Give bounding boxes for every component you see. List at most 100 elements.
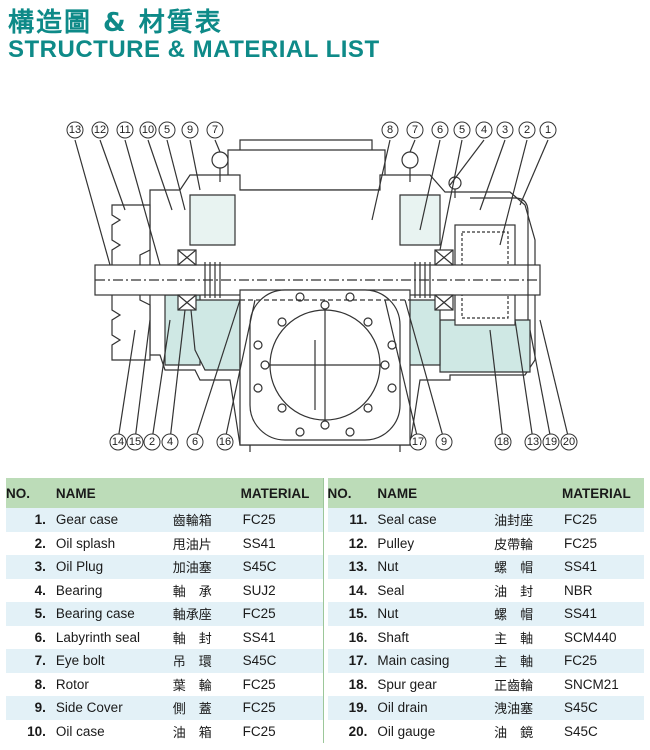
part-name: Bearing case (51, 602, 173, 626)
part-name-chinese: 葉 輪 (172, 672, 231, 696)
part-name: Seal case (373, 508, 495, 532)
part-name: Oil drain (373, 696, 495, 720)
part-material: SS41 (230, 531, 324, 555)
part-number: 19. (327, 696, 374, 720)
part-name-chinese: 側 蓋 (172, 696, 231, 720)
part-number: 14. (327, 578, 374, 602)
part-name-chinese: 洩油塞 (494, 696, 553, 720)
part-number: 4. (6, 578, 52, 602)
part-name: Shaft (373, 625, 495, 649)
callout-7-top-right: 7 (406, 121, 424, 139)
header-material: MATERIAL (230, 478, 324, 508)
column-divider (322, 719, 328, 743)
part-name: Pulley (373, 531, 495, 555)
header-no-right: NO. (327, 478, 374, 508)
svg-text:4: 4 (481, 124, 487, 136)
page-title: STRUCTURE & MATERIAL LIST (8, 36, 380, 63)
callout-19-bottom: 19 (542, 433, 560, 451)
part-number: 20. (327, 719, 374, 743)
part-name-chinese: 加油塞 (172, 555, 231, 579)
svg-text:2: 2 (149, 436, 155, 448)
part-name: Oil case (51, 719, 173, 743)
svg-text:5: 5 (164, 124, 170, 136)
column-divider (322, 672, 328, 696)
callout-9-top: 9 (181, 121, 199, 139)
part-material: S45C (552, 719, 644, 743)
part-name-chinese: 主 軸 (494, 625, 553, 649)
svg-text:9: 9 (187, 124, 193, 136)
part-number: 7. (6, 649, 52, 673)
part-material: SS41 (230, 625, 324, 649)
part-name: Labyrinth seal (51, 625, 173, 649)
blower-structure-diagram: 13 12 11 10 5 9 7 8 7 6 5 4 3 2 1 14 15 … (66, 121, 578, 452)
part-material: FC25 (230, 508, 324, 532)
part-material: FC25 (230, 719, 324, 743)
part-name: Side Cover (51, 696, 173, 720)
svg-text:8: 8 (387, 124, 393, 136)
table-header-row: NO. NAME MATERIAL NO. NAME MATERIAL (6, 478, 644, 508)
part-number: 8. (6, 672, 52, 696)
part-name: Oil Plug (51, 555, 173, 579)
column-divider (322, 625, 328, 649)
svg-text:16: 16 (219, 436, 231, 448)
part-material: FC25 (230, 672, 324, 696)
part-material: FC25 (552, 508, 644, 532)
part-material: S45C (552, 696, 644, 720)
part-material: SS41 (552, 602, 644, 626)
part-name: Bearing (51, 578, 173, 602)
header-name: NAME (51, 478, 173, 508)
callout-14-bottom: 14 (109, 433, 127, 451)
part-name: Eye bolt (51, 649, 173, 673)
part-number: 11. (327, 508, 374, 532)
part-number: 16. (327, 625, 374, 649)
part-material: FC25 (552, 531, 644, 555)
column-divider (322, 531, 328, 555)
callout-12-top: 12 (91, 121, 109, 139)
part-name: Seal (373, 578, 495, 602)
part-material: FC25 (230, 696, 324, 720)
header-cn (172, 478, 231, 508)
callout-9-bottom: 9 (435, 433, 453, 451)
part-number: 15. (327, 602, 374, 626)
part-name-chinese: 皮帶輪 (494, 531, 553, 555)
svg-text:3: 3 (502, 124, 508, 136)
column-divider (322, 578, 328, 602)
part-name-chinese: 軸 承 (172, 578, 231, 602)
part-number: 13. (327, 555, 374, 579)
part-name-chinese: 螺 帽 (494, 555, 553, 579)
part-number: 9. (6, 696, 52, 720)
part-name-chinese: 主 軸 (494, 649, 553, 673)
svg-text:5: 5 (459, 124, 465, 136)
callout-15-bottom: 15 (126, 433, 144, 451)
part-name-chinese: 吊 環 (172, 649, 231, 673)
callout-5-top-right: 5 (453, 121, 471, 139)
svg-text:19: 19 (545, 436, 557, 448)
svg-text:9: 9 (441, 436, 447, 448)
callout-4-top: 4 (475, 121, 493, 139)
column-divider (322, 696, 328, 720)
part-name-chinese: 甩油片 (172, 531, 231, 555)
part-name-chinese: 油 箱 (172, 719, 231, 743)
part-material: FC25 (552, 649, 644, 673)
callout-6-bottom: 6 (186, 433, 204, 451)
part-number: 17. (327, 649, 374, 673)
svg-text:13: 13 (527, 436, 539, 448)
callout-6-top: 6 (431, 121, 449, 139)
part-name-chinese: 油 鏡 (494, 719, 553, 743)
part-material: SNCM21 (552, 672, 644, 696)
header-material-right: MATERIAL (552, 478, 644, 508)
svg-text:20: 20 (563, 436, 575, 448)
callout-11-top: 11 (116, 121, 134, 139)
part-name: Spur gear (373, 672, 495, 696)
svg-text:6: 6 (192, 436, 198, 448)
part-name: Nut (373, 602, 495, 626)
part-material: FC25 (230, 602, 324, 626)
